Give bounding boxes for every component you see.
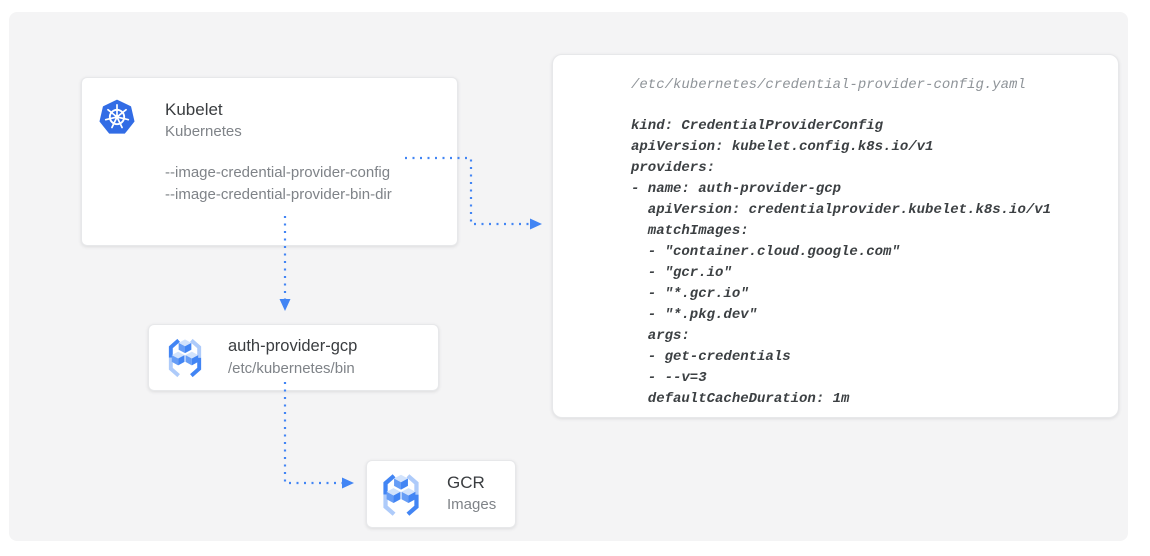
node-kubelet: Kubelet Kubernetes --image-credential-pr… (81, 77, 458, 246)
node-gcr: GCR Images (366, 460, 516, 528)
kubelet-title: Kubelet (165, 100, 223, 119)
gcr-subtitle: Images (447, 496, 497, 513)
kubelet-flag-bin-dir: --image-credential-provider-bin-dir (165, 186, 392, 203)
auth-provider-title: auth-provider-gcp (228, 337, 358, 355)
credential-provider-config-panel: /etc/kubernetes/credential-provider-conf… (552, 54, 1119, 418)
gcr-title: GCR (447, 473, 485, 492)
node-auth-provider-gcp: auth-provider-gcp /etc/kubernetes/bin (148, 324, 439, 391)
kubelet-flag-config: --image-credential-provider-config (165, 164, 391, 181)
kubelet-subtitle: Kubernetes (165, 123, 242, 140)
container-registry-icon (168, 338, 202, 378)
config-file-path: /etc/kubernetes/credential-provider-conf… (631, 77, 1026, 93)
kubernetes-helm-icon (99, 99, 135, 134)
container-registry-icon (383, 474, 419, 516)
diagram-canvas: Kubelet Kubernetes --image-credential-pr… (9, 12, 1128, 541)
auth-provider-subtitle: /etc/kubernetes/bin (228, 360, 355, 377)
config-yaml-content: kind: CredentialProviderConfig apiVersio… (631, 118, 1052, 407)
